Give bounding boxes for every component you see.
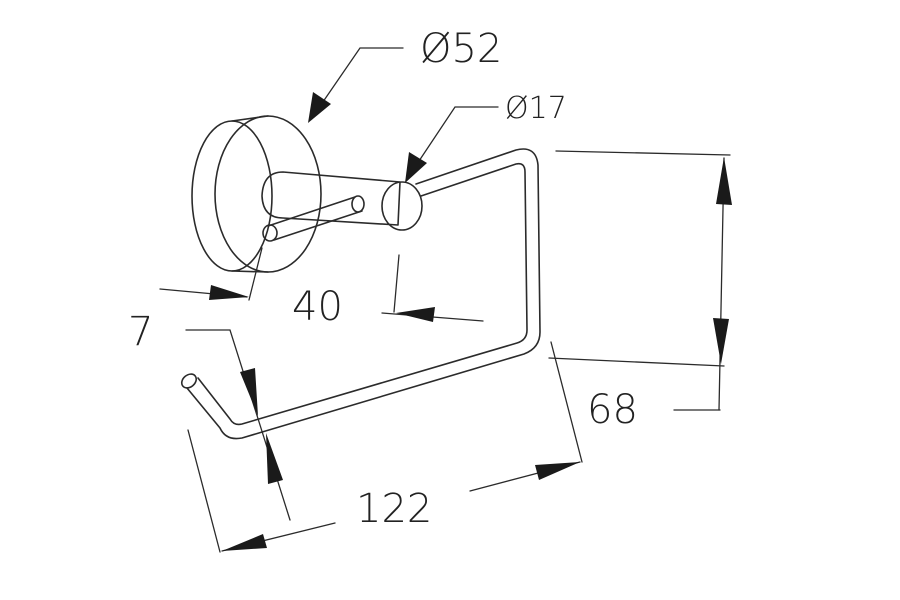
label-base-diameter: Ø52 xyxy=(420,26,502,72)
inner-rod-end xyxy=(351,195,365,213)
dim-height: 68 xyxy=(548,150,732,433)
wire-rod-tip xyxy=(180,373,198,389)
wire-rod xyxy=(186,148,541,440)
arm xyxy=(261,171,401,226)
dim-base-diameter: Ø52 xyxy=(308,26,502,123)
dim-post-diameter: Ø17 xyxy=(405,91,567,183)
dim-post-spacing: 40 xyxy=(159,247,484,330)
label-lip: 7 xyxy=(128,309,153,355)
post-cap xyxy=(381,181,423,231)
inner-rod xyxy=(267,196,363,241)
dim-length: 122 xyxy=(187,341,583,553)
rosette-edge xyxy=(231,115,269,273)
rosette-back xyxy=(191,120,273,272)
label-length: 122 xyxy=(356,486,432,532)
rosette-front xyxy=(214,115,322,273)
wire-rod-inner xyxy=(197,162,528,426)
label-height: 68 xyxy=(587,387,638,433)
label-post-diameter: Ø17 xyxy=(505,91,567,126)
dim-lip: 7 xyxy=(128,309,291,521)
label-post-spacing: 40 xyxy=(292,284,343,330)
holder-object xyxy=(180,115,541,440)
inner-rod-tip xyxy=(262,224,278,242)
